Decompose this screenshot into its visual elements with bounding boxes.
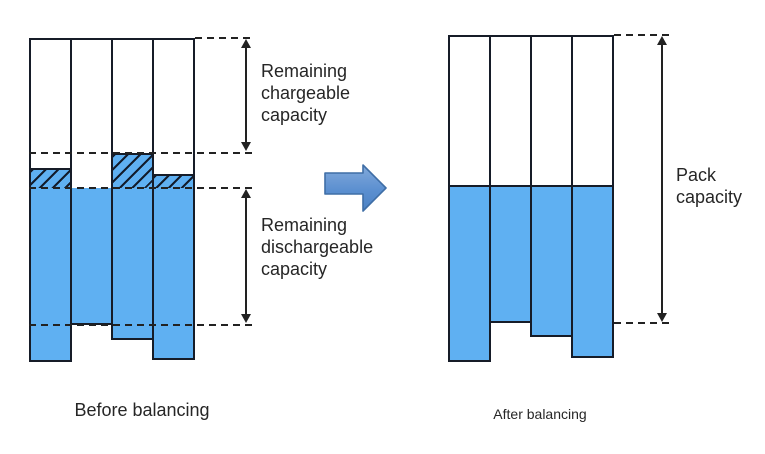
remaining-chargeable-label: Remaining chargeable capacity [261, 61, 351, 125]
arrow-down-icon [657, 313, 667, 322]
charge-fill-segment [450, 185, 489, 360]
pack-capacity-arrow [656, 36, 668, 322]
arrow-up-icon [657, 36, 667, 45]
chargeable-capacity-arrow [240, 39, 252, 151]
cell-bar [29, 38, 72, 362]
cell-bar [489, 35, 532, 323]
cell-bar [152, 38, 195, 360]
balancing-hatch-segment [154, 174, 193, 188]
charge-fill-segment [113, 188, 152, 338]
pack-capacity-label: Pack capacity [676, 165, 743, 207]
charge-fill-segment [31, 188, 70, 360]
charge-fill-segment [154, 188, 193, 358]
dashed-guide-left-max-charge [29, 152, 253, 154]
dashed-guide-left-min-charge [29, 187, 253, 189]
dashed-guide-left-top [195, 37, 253, 39]
balancing-hatch-segment [113, 153, 152, 188]
after-balancing-caption: After balancing [493, 406, 587, 422]
cell-bar [70, 38, 113, 325]
dashed-guide-right-bottom [614, 322, 672, 324]
cell-bar [111, 38, 154, 340]
cell-bar [448, 35, 491, 362]
charge-fill-segment [573, 185, 612, 356]
before-balancing-caption: Before balancing [74, 400, 210, 420]
arrow-up-icon [241, 39, 251, 48]
charge-fill-segment [72, 188, 111, 323]
dashed-guide-right-top [614, 34, 672, 36]
dashed-guide-left-bottom [29, 324, 253, 326]
cell-bar [571, 35, 614, 358]
charge-fill-segment [491, 185, 530, 321]
remaining-dischargeable-label: Remaining dischargeable capacity [261, 215, 374, 279]
charge-fill-segment [532, 185, 571, 335]
dischargeable-capacity-arrow [240, 189, 252, 323]
cell-bar [530, 35, 573, 337]
arrow-down-icon [241, 314, 251, 323]
balancing-hatch-segment [31, 168, 70, 188]
balancing-transition-arrow-icon [324, 164, 387, 212]
arrow-up-icon [241, 189, 251, 198]
arrow-down-icon [241, 142, 251, 151]
